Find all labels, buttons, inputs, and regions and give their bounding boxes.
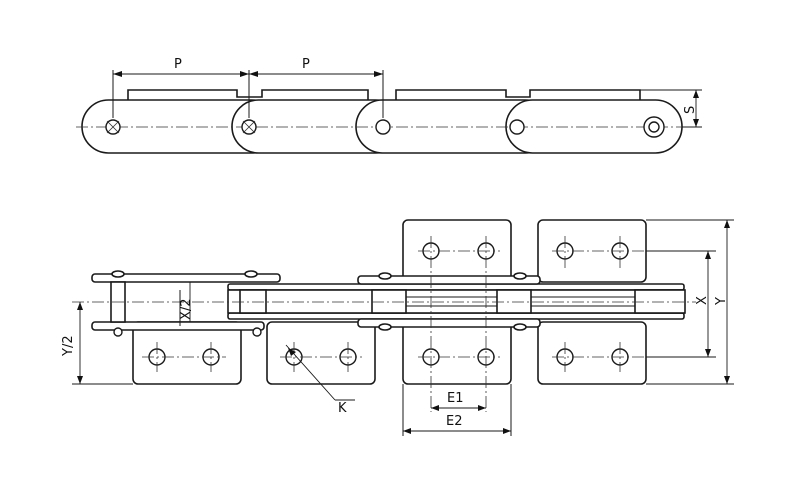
pin-bushing <box>643 116 665 138</box>
outer-plate-bottom-left <box>91 321 265 331</box>
outer-plate-bottom-mid <box>357 318 541 328</box>
side-view: P P S <box>76 57 702 154</box>
pin-hole-3 <box>375 119 391 135</box>
pin-hole-2 <box>241 119 257 135</box>
dim-label-y-half: Y/2 <box>61 335 76 357</box>
dim-label-y: Y <box>714 297 729 306</box>
dim-label-x: X <box>695 296 710 305</box>
dim-label-p1: P <box>174 57 182 72</box>
attachment-lower-1 <box>132 321 242 385</box>
plan-view: X/2 Y/2 X Y K E1 <box>61 219 734 436</box>
inner-plate-top <box>227 283 685 291</box>
dim-label-k: K <box>338 401 347 416</box>
outer-plate-top-left <box>91 273 281 283</box>
pin-shaft <box>227 289 685 314</box>
inner-plate-bottom <box>227 312 685 320</box>
pin-hole-4 <box>509 119 525 135</box>
dim-label-e1: E1 <box>447 391 464 406</box>
dim-label-s: S <box>683 106 698 114</box>
roller-2 <box>371 289 407 314</box>
attachment-lower-3 <box>402 321 512 385</box>
roller-1 <box>239 289 267 314</box>
pin-hole-1 <box>105 119 121 135</box>
attachment-lower-2 <box>266 321 376 385</box>
outer-plate-top-mid <box>357 275 541 285</box>
dim-label-p2: P <box>302 57 310 72</box>
k-leader-line <box>285 344 336 401</box>
dim-label-e2: E2 <box>446 414 463 429</box>
roller-3 <box>496 289 532 314</box>
attachment-lower-4 <box>537 321 647 385</box>
dim-label-x-half: X/2 <box>179 298 194 320</box>
roller-4 <box>634 289 686 314</box>
